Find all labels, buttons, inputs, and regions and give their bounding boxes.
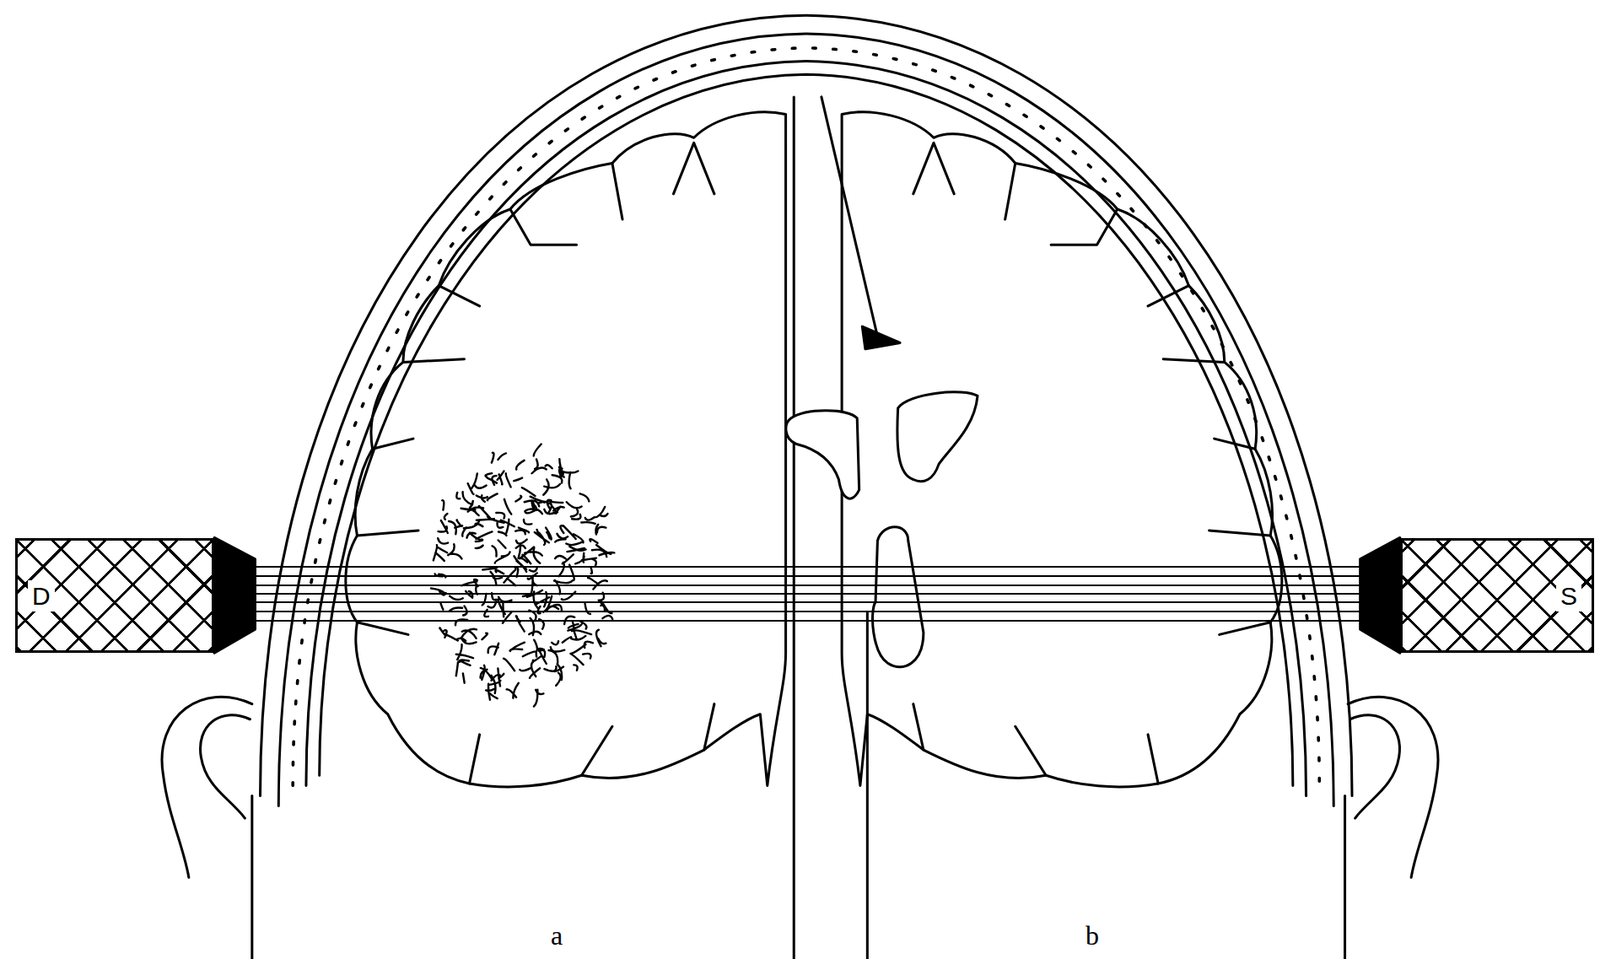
beam-line — [214, 619, 1401, 622]
beam-line — [214, 601, 1401, 604]
dura-outline — [319, 74, 1293, 786]
falx-tip — [861, 326, 900, 350]
beam-line — [214, 565, 1401, 568]
beam-line — [214, 584, 1401, 587]
section-label: a — [548, 921, 566, 951]
midline — [792, 96, 796, 959]
section-line — [250, 795, 254, 959]
beam-line — [214, 575, 1401, 577]
beam-line — [214, 592, 1401, 595]
ear — [161, 696, 253, 878]
diploe-dots — [292, 48, 1320, 787]
section-line — [1343, 795, 1347, 959]
lateral-ventricle — [897, 392, 978, 482]
lateral-ventricle — [786, 410, 860, 499]
inner-table — [306, 61, 1307, 797]
scalp-outline — [260, 15, 1353, 796]
section-label: b — [1082, 921, 1102, 951]
transducer-box: S — [1400, 538, 1595, 653]
transducer-letter: S — [1556, 580, 1582, 612]
falx — [821, 96, 879, 337]
third-ventricle — [872, 527, 924, 668]
transducer-taper — [214, 537, 255, 653]
outer-table — [278, 33, 1334, 807]
hemisphere — [345, 112, 787, 787]
transducer-taper — [1360, 537, 1401, 653]
ultrasound-beam — [214, 566, 1401, 621]
transducer-letter: D — [27, 580, 55, 612]
beam-line — [214, 610, 1401, 613]
transducer-box: D — [15, 538, 215, 653]
section-line — [866, 612, 869, 959]
